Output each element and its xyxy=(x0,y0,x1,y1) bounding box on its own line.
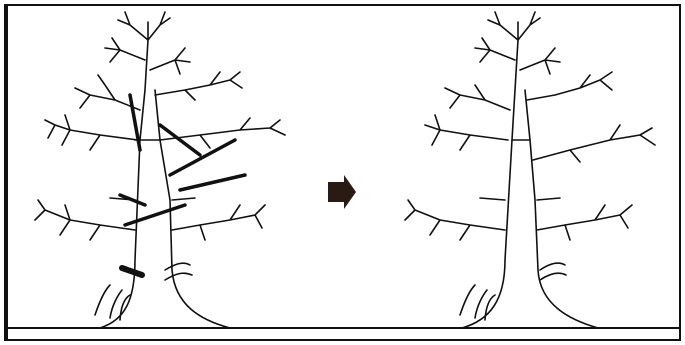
branch xyxy=(45,115,138,150)
marked-branch xyxy=(125,205,185,225)
branch xyxy=(155,72,242,100)
marked-branch xyxy=(122,268,142,275)
branch xyxy=(475,38,515,62)
branch xyxy=(160,118,285,148)
branch xyxy=(405,200,505,240)
branch xyxy=(105,38,145,62)
branch xyxy=(35,200,135,240)
branch xyxy=(488,12,540,40)
marked-branch xyxy=(120,195,145,205)
branch xyxy=(425,115,508,150)
marked-branch xyxy=(180,175,245,190)
branch xyxy=(520,48,560,74)
branch xyxy=(118,12,170,40)
branch xyxy=(537,205,632,240)
branch xyxy=(172,205,265,240)
marked-branch xyxy=(130,95,140,150)
marked-branch xyxy=(170,140,235,175)
branch xyxy=(445,85,510,110)
trunk xyxy=(462,40,518,328)
branch xyxy=(533,125,655,162)
trunk xyxy=(100,40,148,328)
tree-after xyxy=(405,12,655,328)
right-arrow-icon xyxy=(328,175,356,209)
branch xyxy=(527,72,612,100)
branch xyxy=(150,48,190,74)
tree-before xyxy=(35,12,285,328)
